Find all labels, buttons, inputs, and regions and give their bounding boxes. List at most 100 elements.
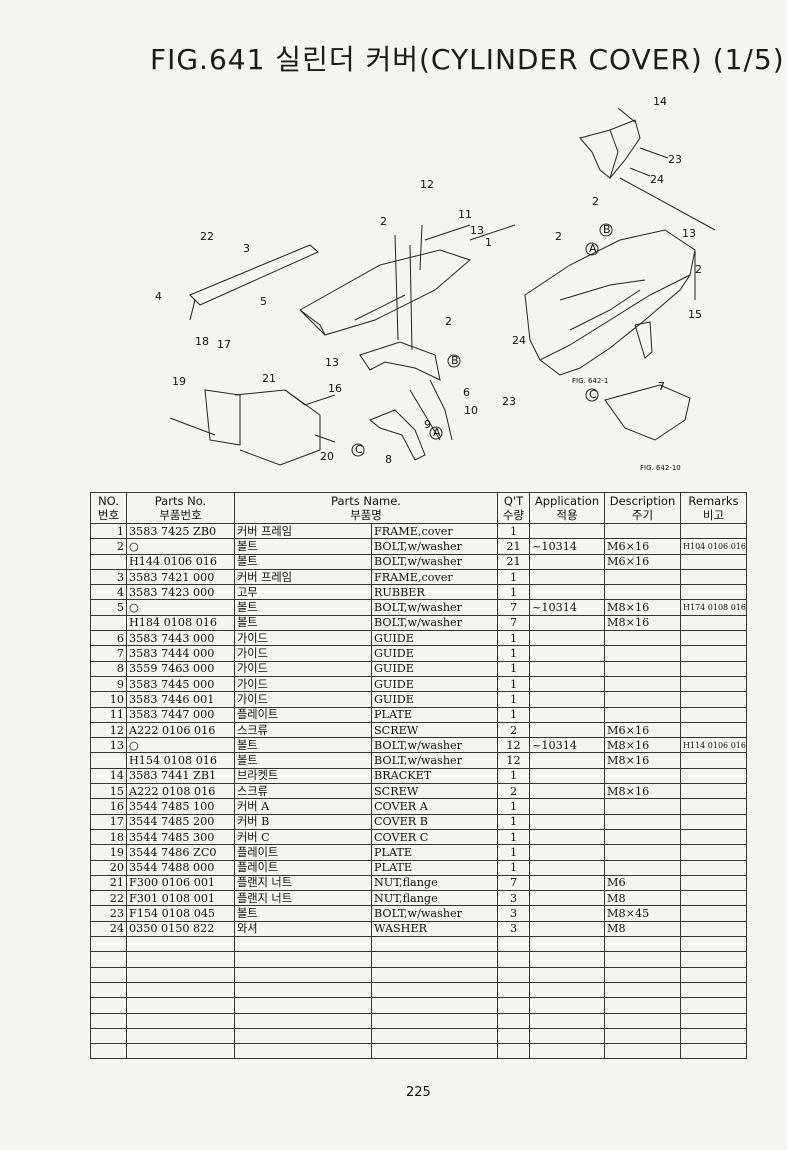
cell-name-ko: 커버 프레임: [234, 568, 372, 586]
cell-part: 3583 7441 ZB1: [126, 767, 235, 785]
cell-rem: H104 0106 016: [680, 538, 747, 555]
cell-part: H144 0106 016: [126, 553, 235, 570]
cell-rem: [680, 859, 747, 876]
cell-no: 15: [90, 783, 127, 800]
cell-name-en: BOLT,w/washer: [371, 905, 498, 922]
cell-name-ko: 볼트: [234, 599, 372, 616]
page-number: 225: [406, 1085, 431, 1100]
cell-no: [90, 553, 127, 570]
cell-name-ko: 볼트: [234, 553, 372, 570]
cell-desc: M6×16: [604, 553, 681, 570]
cell-part: 0350 0150 822: [126, 920, 235, 938]
cell-no: 8: [90, 660, 127, 677]
cell-no: [90, 614, 127, 632]
blank-row: [90, 1043, 747, 1060]
cell-app: [529, 522, 605, 540]
cell-name-en: BOLT,w/washer: [371, 614, 498, 632]
svg-text:7: 7: [658, 380, 665, 393]
cell-desc: [604, 706, 681, 723]
cell-desc: M8×16: [604, 783, 681, 800]
cell-no: 20: [90, 859, 127, 876]
cell-app: ~10314: [529, 737, 605, 754]
cell-name-en: GUIDE: [371, 691, 498, 708]
cell-qt: 1: [497, 706, 530, 723]
svg-text:2: 2: [555, 230, 562, 243]
cell-no: 6: [90, 630, 127, 647]
cell-no: [90, 752, 127, 769]
cell-app: [529, 920, 605, 938]
svg-text:FIG. 642-10: FIG. 642-10: [640, 464, 681, 472]
cell-app: [529, 844, 605, 861]
cell-name-en: GUIDE: [371, 660, 498, 677]
cell-name-en: RUBBER: [371, 584, 498, 601]
cell-name-en: PLATE: [371, 859, 498, 876]
cell-qt: 3: [497, 920, 530, 938]
cell-no: 9: [90, 675, 127, 693]
cell-desc: M8×16: [604, 614, 681, 632]
cell-qt: 1: [497, 522, 530, 540]
cell-name-en: PLATE: [371, 844, 498, 861]
figure-title: FIG.641 실린더 커버(CYLINDER COVER) (1/5): [150, 43, 785, 76]
cell-qt: 2: [497, 783, 530, 800]
cell-name-ko: 고무: [234, 584, 372, 601]
svg-text:9: 9: [424, 418, 431, 431]
cell-qt: 7: [497, 874, 530, 892]
cell-desc: [604, 828, 681, 846]
cell-qt: 7: [497, 614, 530, 632]
cell-name-ko: 플레이트: [234, 844, 372, 861]
cell-qt: 3: [497, 905, 530, 922]
cell-rem: H114 0106 016: [680, 737, 747, 754]
cell-app: [529, 645, 605, 662]
cell-desc: M8×16: [604, 737, 681, 754]
cell-name-en: COVER B: [371, 813, 498, 830]
cell-desc: [604, 691, 681, 708]
cell-name-ko: 커버 A: [234, 798, 372, 815]
cell-app: [529, 752, 605, 769]
cell-app: [529, 660, 605, 677]
cell-app: [529, 675, 605, 693]
cell-rem: [680, 553, 747, 570]
cell-rem: [680, 584, 747, 601]
cell-qt: 1: [497, 660, 530, 677]
cell-rem: [680, 783, 747, 800]
svg-text:B: B: [451, 354, 459, 367]
cell-no: 21: [90, 874, 127, 892]
cell-app: [529, 767, 605, 785]
cell-name-ko: 볼트: [234, 614, 372, 632]
cell-no: 18: [90, 828, 127, 846]
cell-rem: [680, 920, 747, 938]
cell-qt: 12: [497, 752, 530, 769]
svg-text:21: 21: [262, 372, 276, 385]
cell-qt: 3: [497, 890, 530, 907]
cell-part: 3583 7421 000: [126, 568, 235, 586]
cell-qt: 1: [497, 844, 530, 861]
cell-rem: [680, 752, 747, 769]
blank-row: [90, 997, 747, 1014]
cell-qt: 1: [497, 767, 530, 785]
cell-part: A222 0106 016: [126, 721, 235, 739]
cell-rem: [680, 890, 747, 907]
cell-name-ko: 와셔: [234, 920, 372, 938]
cell-desc: [604, 522, 681, 540]
cell-name-ko: 볼트: [234, 905, 372, 922]
cell-name-en: WASHER: [371, 920, 498, 938]
cell-name-en: COVER C: [371, 828, 498, 846]
cell-qt: 2: [497, 721, 530, 739]
cell-no: 19: [90, 844, 127, 861]
cell-name-en: BOLT,w/washer: [371, 737, 498, 754]
